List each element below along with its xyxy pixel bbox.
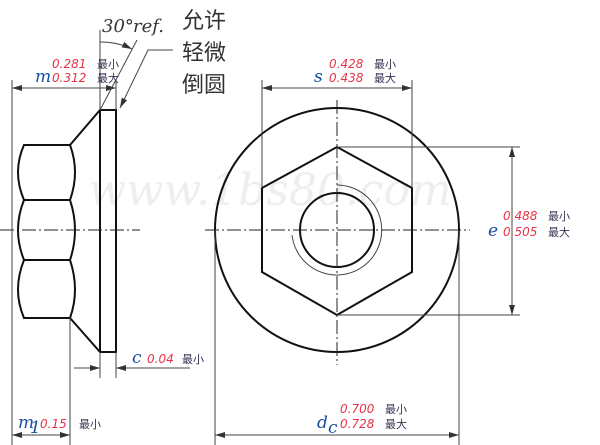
note-line-3: 倒圆 <box>182 73 226 98</box>
dc-min-label: 最小 <box>385 403 407 416</box>
c-symbol: c <box>132 348 142 368</box>
s-max-value: 0.438 <box>329 71 364 85</box>
m-min-label: 最小 <box>97 58 119 71</box>
s-min-value: 0.428 <box>329 57 364 71</box>
c-min-label: 最小 <box>182 353 204 366</box>
e-symbol: e <box>488 221 498 241</box>
dc-subscript: c <box>328 418 338 438</box>
m1-subscript: 1 <box>30 418 41 438</box>
dc-max-label: 最大 <box>385 417 407 431</box>
s-symbol: s <box>314 67 323 87</box>
e-max-value: 0.505 <box>503 225 537 239</box>
m1-symbol: m <box>18 413 34 433</box>
dimension-lines <box>11 30 520 445</box>
dc-symbol: d <box>317 413 328 433</box>
angle-suffix: ref. <box>133 16 164 37</box>
m-max-value: 0.312 <box>52 71 86 85</box>
m-min-value: 0.281 <box>52 57 86 71</box>
angle-value: 30° <box>102 16 134 37</box>
note-line-1: 允许 <box>182 9 226 34</box>
side-view <box>0 109 140 353</box>
watermark: www.1bs80.com <box>88 165 451 216</box>
m-symbol: m <box>35 67 51 87</box>
note-line-2: 轻微 <box>182 41 226 66</box>
s-max-label: 最大 <box>374 71 396 85</box>
e-min-value: 0.488 <box>503 209 538 223</box>
dc-max-value: 0.728 <box>340 417 375 431</box>
s-min-label: 最小 <box>374 58 396 71</box>
e-min-label: 最小 <box>548 210 570 223</box>
m1-min-label: 最小 <box>79 418 101 431</box>
e-max-label: 最大 <box>548 225 570 239</box>
front-view <box>205 100 470 365</box>
m-max-label: 最大 <box>97 71 119 85</box>
c-min-value: 0.04 <box>147 352 174 366</box>
m1-min-value: 0.15 <box>40 417 67 431</box>
dc-min-value: 0.700 <box>340 402 375 416</box>
